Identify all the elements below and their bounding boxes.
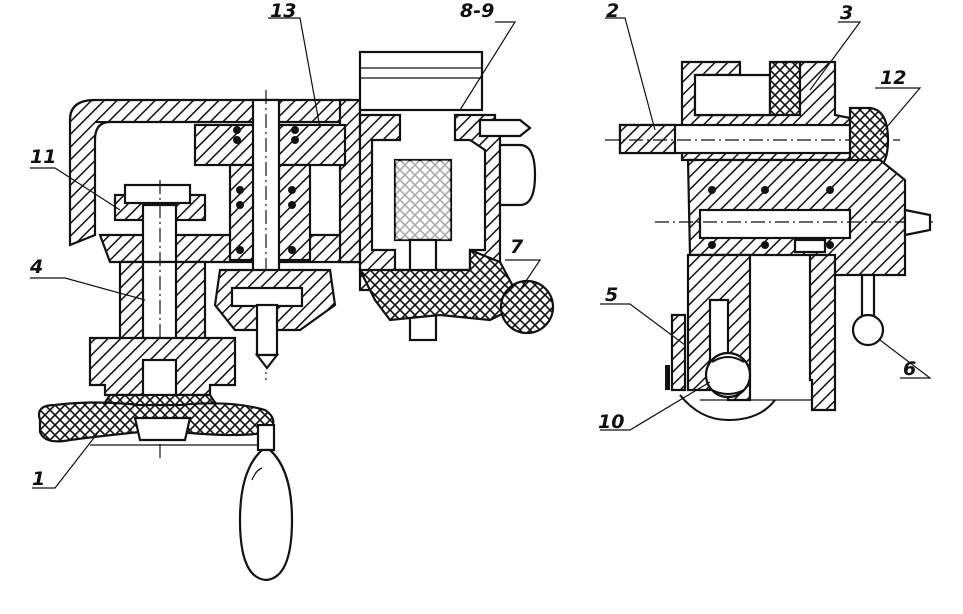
label-4: 4 (29, 256, 43, 278)
shaft-2 (605, 106, 900, 174)
column-4 (88, 180, 237, 460)
bearing-housing (655, 158, 935, 277)
coupling-10 (665, 351, 776, 422)
label-2: 2 (606, 0, 619, 22)
lower-column (700, 253, 837, 412)
leaders-left (30, 17, 542, 489)
label-10: 10 (598, 411, 624, 433)
label-11: 11 (30, 146, 56, 168)
label-13: 13 (270, 0, 296, 22)
right-sectional-view (600, 17, 935, 431)
label-3: 3 (840, 2, 853, 24)
label-8-9: 8-9 (460, 0, 494, 22)
spindle-13 (193, 90, 347, 380)
label-6: 6 (903, 358, 916, 380)
handle-grip (238, 423, 294, 582)
leaders-right (600, 17, 932, 431)
left-sectional-view (30, 17, 555, 582)
label-12: 12 (880, 67, 906, 89)
label-1: 1 (32, 468, 45, 490)
label-5: 5 (605, 284, 618, 306)
lever-7 (358, 248, 555, 335)
handwheel-1 (37, 401, 275, 446)
lever-6 (851, 273, 885, 347)
label-7: 7 (510, 236, 524, 258)
